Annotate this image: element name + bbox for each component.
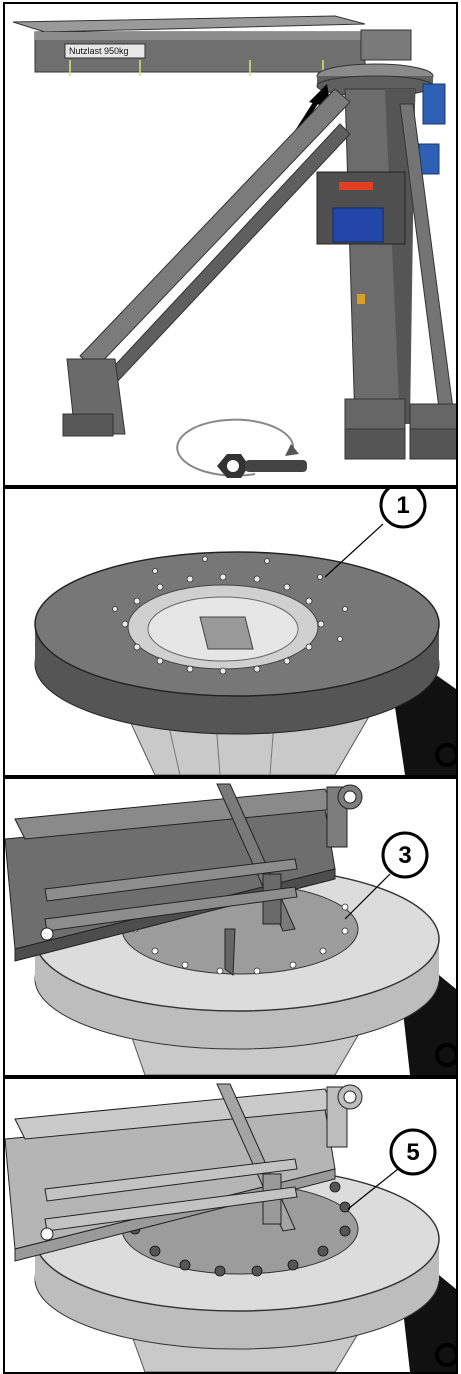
rotation-wrench-icon <box>176 418 307 478</box>
callout-circle <box>379 489 427 529</box>
callout-leader <box>344 873 391 920</box>
turntable-drawing: 1 <box>34 489 456 775</box>
callout-circle <box>381 831 429 879</box>
frame-bolted-drawing: 5 <box>5 1083 456 1372</box>
turntable-panel: 1 <box>3 487 458 777</box>
callout-leader <box>324 523 384 578</box>
payload-label: Nutzlast 950kg <box>69 46 129 56</box>
callout-number: 1 <box>396 492 409 519</box>
crane-drawing: Nutzlast 950kg <box>12 15 456 478</box>
callout-number: 5 <box>406 1139 419 1166</box>
bolt-icons <box>129 1181 351 1277</box>
callout-number: 3 <box>398 842 411 869</box>
crane-overview-panel: Nutzlast 950kg <box>3 2 458 487</box>
motor-icon <box>422 83 446 125</box>
callout-leader <box>347 1168 399 1210</box>
callout-circle <box>389 1128 437 1176</box>
frame-bolted-panel: 5 <box>3 1077 458 1374</box>
frame-placement-panel: 3 <box>3 777 458 1077</box>
payload-plate <box>64 43 146 59</box>
frame-placed-drawing: 3 <box>5 783 456 1075</box>
